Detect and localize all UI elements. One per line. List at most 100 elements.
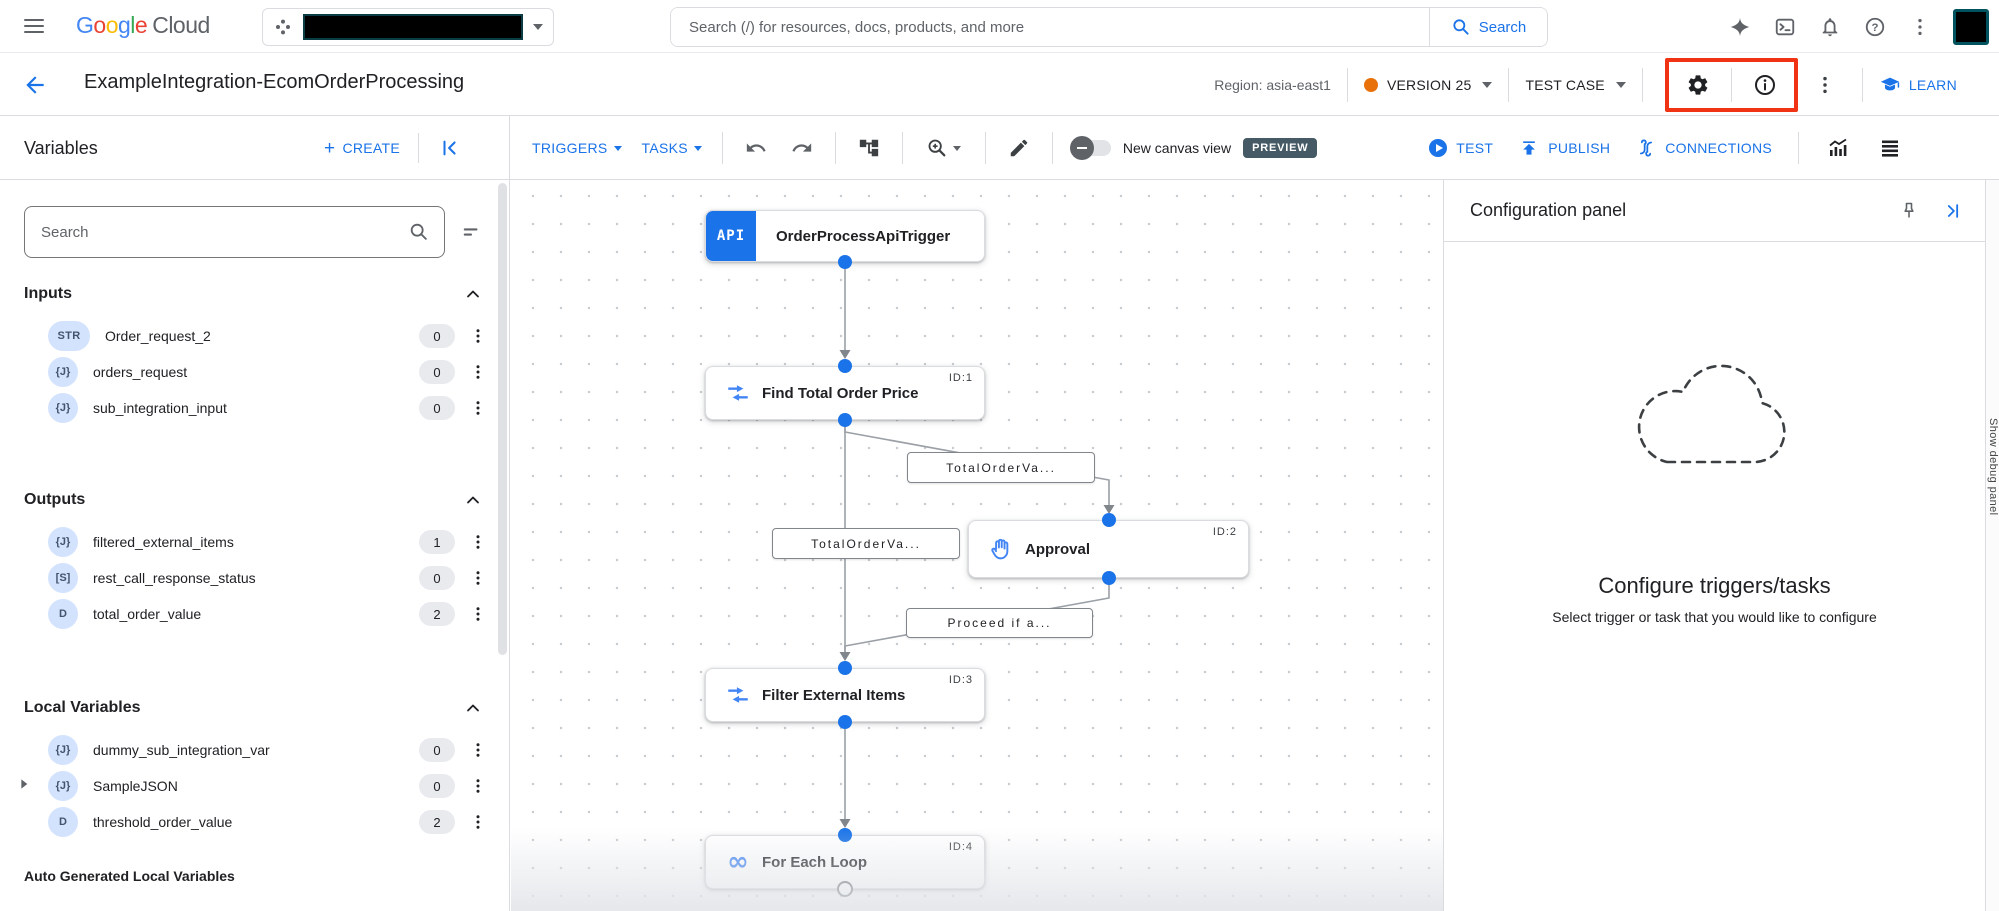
version-label: VERSION 25 — [1386, 76, 1472, 93]
usage-count-badge: 0 — [419, 738, 455, 762]
test-case-dropdown[interactable]: TEST CASE — [1525, 77, 1626, 93]
project-selector[interactable] — [262, 8, 554, 46]
search-icon — [410, 223, 427, 240]
chevron-down-icon — [533, 24, 543, 30]
collapse-chevron-icon[interactable] — [463, 698, 483, 718]
avatar[interactable] — [1953, 8, 1989, 45]
variables-panel-header: Variables + CREATE — [0, 116, 510, 180]
local-variables-rows: {J} dummy_sub_integration_var 0 {J} Samp… — [0, 732, 509, 840]
collapse-panel-left-icon[interactable] — [437, 135, 463, 161]
menu-icon[interactable] — [24, 15, 48, 39]
back-arrow-icon[interactable] — [22, 72, 48, 98]
auto-layout-icon[interactable] — [856, 135, 882, 161]
header-overflow-menu-icon[interactable] — [1812, 72, 1838, 98]
test-button[interactable]: TEST — [1429, 139, 1493, 157]
row-overflow-menu-icon[interactable] — [469, 777, 487, 795]
publish-button[interactable]: PUBLISH — [1519, 138, 1610, 158]
toolbar-row: Variables + CREATE TRIGGERS TASKS — [0, 116, 1999, 180]
node-order-process-api-trigger[interactable]: API OrderProcessApiTrigger — [705, 210, 985, 262]
approval-hand-icon — [987, 536, 1015, 563]
row-overflow-menu-icon[interactable] — [469, 533, 487, 551]
row-overflow-menu-icon[interactable] — [469, 569, 487, 587]
outputs-rows: {J} filtered_external_items 1 [S] rest_c… — [0, 524, 509, 632]
create-variable-button[interactable]: + CREATE — [324, 139, 400, 158]
row-overflow-menu-icon[interactable] — [469, 813, 487, 831]
variable-row[interactable]: {J} orders_request 0 — [0, 354, 509, 390]
flow-canvas[interactable]: API OrderProcessApiTrigger ID:1 Find Tot… — [511, 180, 1443, 911]
new-canvas-view-toggle[interactable] — [1069, 136, 1111, 160]
section-header-local-variables: Local Variables — [24, 696, 483, 720]
settings-gear-icon[interactable] — [1685, 72, 1711, 98]
plus-icon: + — [324, 137, 336, 159]
notifications-bell-icon[interactable] — [1818, 15, 1842, 39]
learn-button[interactable]: LEARN — [1879, 74, 1957, 96]
row-overflow-menu-icon[interactable] — [469, 363, 487, 381]
zoom-dropdown[interactable] — [923, 135, 965, 161]
type-badge-json: {J} — [48, 527, 78, 557]
empty-state-heading: Configure triggers/tasks — [1598, 573, 1831, 598]
variable-name: orders_request — [93, 364, 188, 380]
collapse-chevron-icon[interactable] — [463, 284, 483, 304]
node-approval[interactable]: ID:2 Approval — [968, 520, 1249, 578]
variable-row[interactable]: D threshold_order_value 2 — [0, 804, 509, 840]
node-for-each-loop[interactable]: ID:4 ∞ For Each Loop — [705, 835, 985, 889]
cloud-shell-icon[interactable] — [1773, 15, 1797, 39]
chevron-down-icon — [1482, 81, 1493, 88]
type-badge-double: D — [48, 599, 78, 629]
version-dropdown[interactable]: VERSION 25 — [1363, 76, 1493, 93]
connections-button[interactable]: CONNECTIONS — [1636, 138, 1772, 158]
row-overflow-menu-icon[interactable] — [469, 327, 487, 345]
configuration-panel: Configuration panel Configure triggers/t… — [1443, 180, 1985, 911]
triggers-dropdown[interactable]: TRIGGERS — [532, 140, 622, 156]
global-search-input[interactable] — [671, 8, 1429, 46]
global-search-button[interactable]: Search — [1429, 8, 1547, 46]
help-icon[interactable]: ? — [1863, 15, 1887, 39]
variable-row[interactable]: STR Order_request_2 0 — [0, 318, 509, 354]
usage-count-badge: 2 — [419, 810, 455, 834]
variable-name: filtered_external_items — [93, 534, 234, 550]
logs-list-icon[interactable] — [1877, 135, 1903, 161]
usage-count-badge: 0 — [419, 360, 455, 384]
usage-count-badge: 0 — [419, 566, 455, 590]
edge-label[interactable]: Proceed if a... — [906, 608, 1093, 638]
tasks-dropdown[interactable]: TASKS — [642, 140, 702, 156]
variable-row[interactable]: {J} SampleJSON 0 — [0, 768, 509, 804]
annotate-pen-icon[interactable] — [1006, 135, 1032, 161]
gemini-sparkle-icon[interactable] — [1728, 15, 1752, 39]
row-overflow-menu-icon[interactable] — [469, 605, 487, 623]
variable-row[interactable]: {J} sub_integration_input 0 — [0, 390, 509, 426]
redo-icon[interactable] — [789, 135, 815, 161]
sort-icon[interactable] — [461, 221, 483, 243]
info-icon[interactable] — [1752, 72, 1778, 98]
edge-label[interactable]: TotalOrderVa... — [772, 528, 960, 559]
undo-icon[interactable] — [743, 135, 769, 161]
node-filter-external-items[interactable]: ID:3 Filter External Items — [705, 668, 985, 722]
collapse-panel-right-icon[interactable] — [1943, 201, 1963, 221]
variable-row[interactable]: [S] rest_call_response_status 0 — [0, 560, 509, 596]
node-title: OrderProcessApiTrigger — [776, 227, 951, 245]
row-overflow-menu-icon[interactable] — [469, 399, 487, 417]
chevron-down-icon — [613, 145, 622, 151]
variable-row[interactable]: {J} dummy_sub_integration_var 0 — [0, 732, 509, 768]
data-mapping-icon — [724, 380, 752, 406]
data-mapping-icon — [724, 682, 752, 708]
node-id-label: ID:4 — [948, 841, 973, 853]
variable-row[interactable]: {J} filtered_external_items 1 — [0, 524, 509, 560]
sidebar-scrollbar-thumb[interactable] — [498, 183, 507, 655]
expand-arrow-icon[interactable] — [16, 776, 32, 797]
play-icon — [1429, 139, 1448, 157]
show-debug-panel-strip[interactable]: Show debug panel — [1985, 180, 1999, 911]
node-find-total-order-price[interactable]: ID:1 Find Total Order Price — [705, 366, 985, 420]
edge-label[interactable]: TotalOrderVa... — [907, 452, 1095, 483]
variable-row[interactable]: D total_order_value 2 — [0, 596, 509, 632]
variables-panel: Inputs STR Order_request_2 0 {J} orders_… — [0, 180, 510, 911]
variable-name: dummy_sub_integration_var — [93, 742, 270, 758]
row-overflow-menu-icon[interactable] — [469, 741, 487, 759]
collapse-chevron-icon[interactable] — [463, 490, 483, 510]
variables-search-input[interactable] — [41, 223, 408, 241]
pin-icon[interactable] — [1899, 201, 1919, 221]
metrics-chart-icon[interactable] — [1825, 135, 1851, 161]
overflow-menu-icon[interactable] — [1908, 15, 1932, 39]
